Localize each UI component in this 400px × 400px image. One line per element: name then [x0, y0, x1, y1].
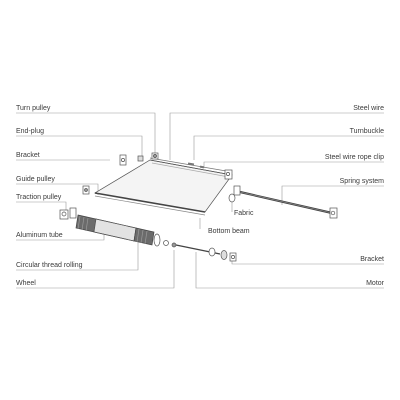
label-aluminum-tube: Aluminum tube [16, 232, 63, 239]
label-bracket-left: Bracket [16, 152, 40, 159]
thread-rolling [133, 227, 161, 247]
spring-end-bracket [329, 207, 338, 219]
label-wheel: Wheel [16, 280, 36, 287]
spring-start-cap [233, 185, 241, 196]
end-plug-top [137, 155, 144, 162]
lower-left-bracket [69, 207, 77, 219]
label-turn-pulley: Turn pulley [16, 105, 51, 112]
top-bracket-left [119, 154, 127, 166]
label-motor: Motor [366, 280, 384, 287]
wheel-shaft [163, 240, 237, 262]
guide-pulley [82, 185, 90, 195]
label-circular-thread-rolling: Circular thread rolling [16, 262, 83, 269]
label-guide-pulley: Guide pulley [16, 176, 55, 183]
turnbuckle-shape [187, 162, 195, 166]
bottom-beam [94, 192, 206, 213]
label-turnbuckle: Turnbuckle [349, 128, 384, 135]
label-bottom-beam: Bottom beam [208, 228, 250, 235]
rope-clip-shape [199, 165, 205, 169]
label-spring-system: Spring system [339, 178, 384, 185]
label-traction-pulley: Traction pulley [16, 194, 62, 201]
turn-pulley-top [151, 152, 159, 160]
traction-pulley [59, 209, 69, 220]
label-bracket-right: Bracket [360, 256, 384, 263]
awning-illustration [59, 152, 338, 262]
aluminum-tube [75, 214, 137, 242]
label-steel-wire-rope-clip: Steel wire rope clip [324, 154, 384, 161]
label-end-plug: End-plug [16, 128, 45, 135]
label-steel-wire: Steel wire [353, 105, 384, 112]
top-bracket-right [224, 169, 233, 180]
label-fabric: Fabric [234, 210, 254, 217]
leader-lines-left [16, 112, 175, 289]
